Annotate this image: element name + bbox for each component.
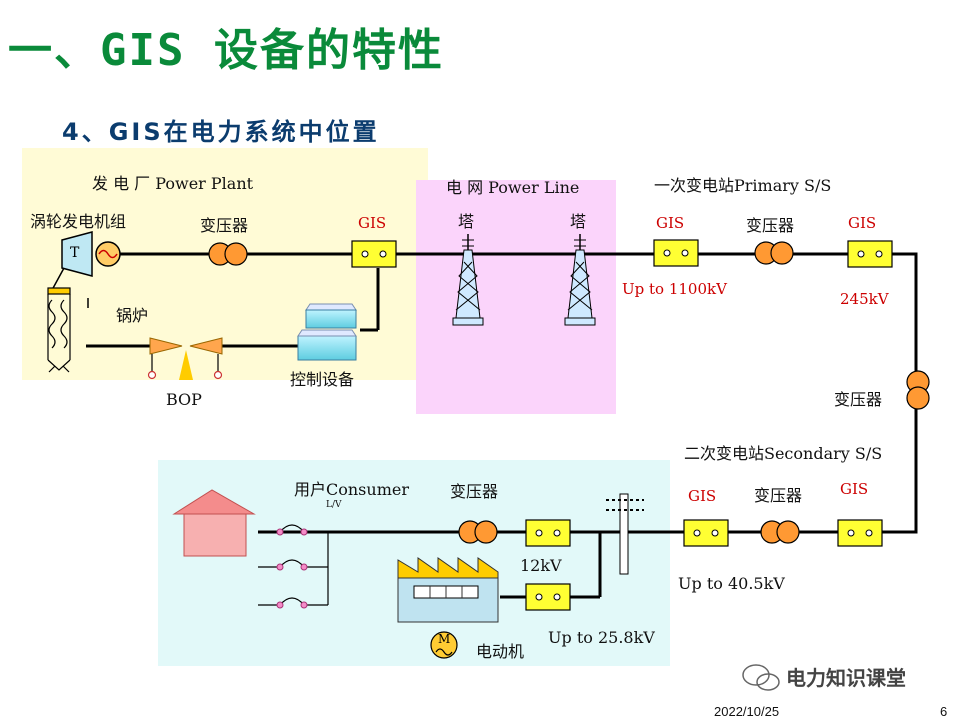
primary-gis-right-label: GIS xyxy=(848,214,877,232)
power-line-heading: 电 网 Power Line xyxy=(446,178,580,197)
lv-label: L/V xyxy=(326,500,342,510)
consumer-area xyxy=(158,460,670,666)
tower-icon-2 xyxy=(564,234,596,326)
voltage-25kv: Up to 25.8kV xyxy=(548,628,655,647)
primary-voltage-right: 245kV xyxy=(840,290,889,308)
primary-voltage-left: Up to 1100kV xyxy=(622,280,727,298)
motor-icon xyxy=(430,631,458,659)
control-equipment-label: 控制设备 xyxy=(290,370,355,389)
distribution-pole-icon xyxy=(606,493,644,575)
page-number: 6 xyxy=(940,704,948,719)
house-icon xyxy=(172,489,256,557)
primary-ss-heading: 一次变电站Primary S/S xyxy=(654,176,832,195)
factory-icon xyxy=(397,557,499,623)
slide-subtitle: 4、GIS在电力系统中位置 xyxy=(62,118,380,146)
power-plant-heading: 发 电 厂 Power Plant xyxy=(92,174,254,193)
control-equipment-icon xyxy=(297,303,357,361)
boiler-label: 锅炉 xyxy=(116,306,149,325)
tower-2-label: 塔 xyxy=(570,212,587,231)
watermark-text: 电力知识课堂 xyxy=(786,666,906,690)
motor-symbol: M xyxy=(438,632,451,646)
consumer-heading: 用户Consumer xyxy=(294,480,409,499)
turbine-symbol: T xyxy=(70,245,80,261)
switch-contacts xyxy=(276,528,308,609)
secondary-voltage: Up to 40.5kV xyxy=(678,574,785,593)
steam-coil-icon xyxy=(47,287,71,373)
tower-icon-1 xyxy=(452,234,484,326)
motor-label: 电动机 xyxy=(476,642,525,661)
primary-gis-left-label: GIS xyxy=(656,214,685,232)
slide-date: 2022/10/25 xyxy=(714,704,780,719)
voltage-12kv: 12kV xyxy=(520,556,562,575)
turbine-icon xyxy=(61,231,93,277)
consumer-transformer-label: 变压器 xyxy=(450,482,499,501)
plant-gis-label: GIS xyxy=(358,214,387,232)
turbine-group-label: 涡轮发电机组 xyxy=(30,212,127,231)
tower-1-label: 塔 xyxy=(458,212,475,231)
secondary-transformer-label: 变压器 xyxy=(754,486,803,505)
primary-transformer-label: 变压器 xyxy=(746,216,795,235)
generator-icon xyxy=(95,241,121,267)
plant-transformer-label: 变压器 xyxy=(200,216,249,235)
secondary-gis-left-label: GIS xyxy=(688,487,717,505)
transformers xyxy=(208,241,930,544)
bop-label: BOP xyxy=(166,390,202,409)
link-transformer-label: 变压器 xyxy=(834,390,883,409)
slide-title: 一、GIS 设备的特性 xyxy=(8,25,444,76)
wechat-icon xyxy=(742,664,780,691)
secondary-ss-heading: 二次变电站Secondary S/S xyxy=(684,444,883,463)
secondary-gis-right-label: GIS xyxy=(840,480,869,498)
bop-equipment-icon xyxy=(147,337,223,380)
gis-boxes xyxy=(351,239,893,611)
gis-contacts xyxy=(361,249,883,601)
